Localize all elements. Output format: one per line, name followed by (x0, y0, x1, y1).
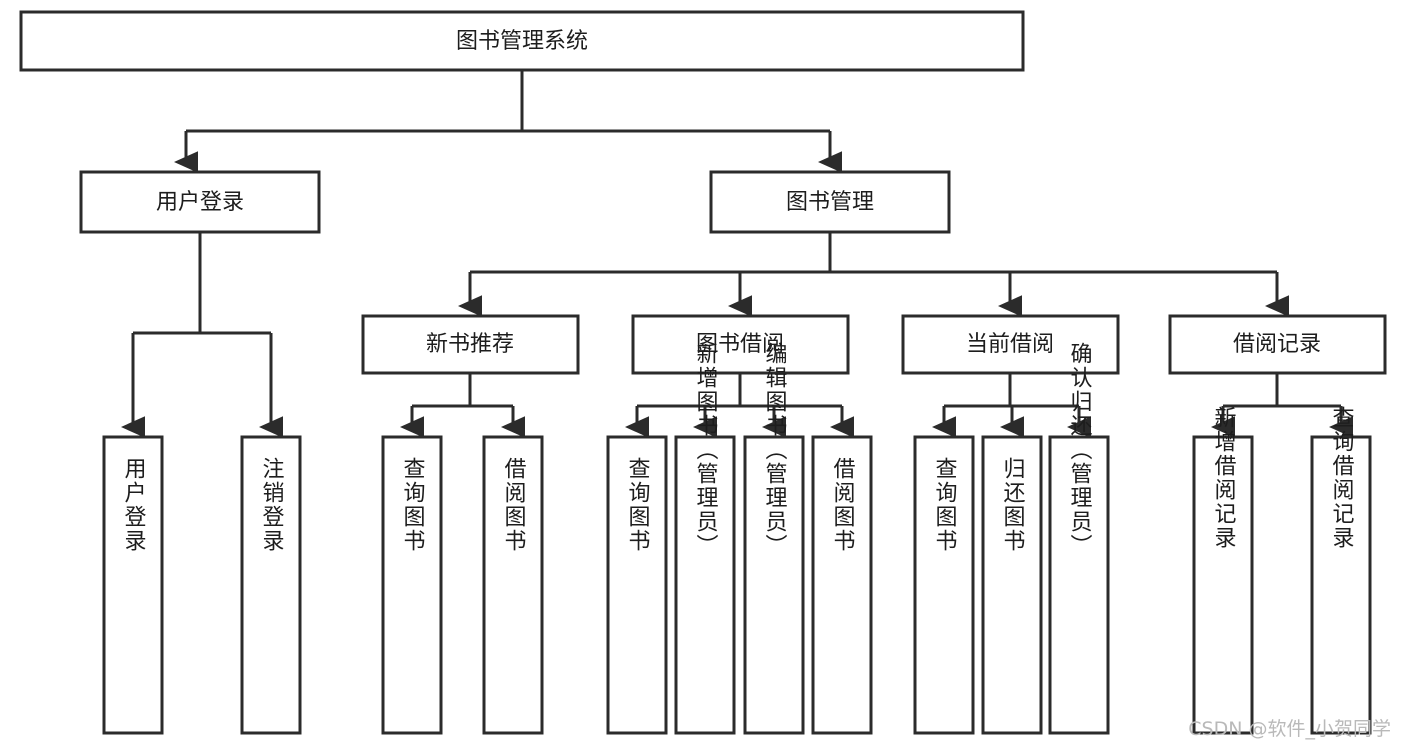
node-leaf-borrow-book-1-box[interactable] (482, 435, 544, 735)
node-leaf-borrow-book-2[interactable]: 借阅图书 (811, 435, 873, 735)
node-leaf-query-record[interactable]: 查询借阅记录 (1310, 406, 1372, 735)
node-book-manage-label: 图书管理 (786, 190, 874, 215)
edge-user-login-to-leaves (121, 232, 284, 438)
node-root[interactable]: 图书管理系统 (19, 10, 1025, 72)
node-leaf-return-book-label: 归还图书 (1000, 457, 1026, 553)
node-leaf-query-book-2-label: 查询图书 (625, 457, 651, 553)
node-leaf-user-login-label: 用户登录 (121, 457, 147, 553)
node-leaf-user-login[interactable]: 用户登录 (102, 435, 164, 735)
node-leaf-borrow-book-1-label: 借阅图书 (501, 457, 527, 553)
node-leaf-borrow-book-2-box[interactable] (811, 435, 873, 735)
node-current-borrow-label: 当前借阅 (966, 332, 1054, 357)
node-leaf-query-book-3-label: 查询图书 (932, 457, 958, 553)
node-new-book-rec[interactable]: 新书推荐 (361, 314, 580, 375)
node-borrow-record[interactable]: 借阅记录 (1168, 314, 1387, 375)
node-leaf-query-book-3-box[interactable] (913, 435, 975, 735)
node-leaf-edit-book-box[interactable] (743, 435, 805, 735)
node-leaf-query-book-1-box[interactable] (381, 435, 443, 735)
node-leaf-query-record-box[interactable] (1310, 435, 1372, 735)
node-book-borrow[interactable]: 图书借阅 (631, 314, 850, 375)
node-leaf-query-book-1-label: 查询图书 (400, 457, 426, 553)
node-borrow-record-box[interactable] (1168, 314, 1387, 375)
node-root-box[interactable] (19, 10, 1025, 72)
node-leaf-add-record-box[interactable] (1192, 435, 1254, 735)
node-leaf-confirm-return-label: 确认归还（管理员） (1067, 342, 1093, 558)
node-leaf-add-record-label: 新增借阅记录 (1211, 406, 1237, 550)
edge-new-book-rec-to-leaves (400, 373, 526, 438)
node-user-login-box[interactable] (79, 170, 321, 234)
edge-current-borrow-to-leaves (932, 373, 1092, 438)
watermark-text: CSDN @软件_小贺同学 (1188, 718, 1391, 740)
node-leaf-logout[interactable]: 注销登录 (240, 435, 302, 735)
node-leaf-query-book-2-box[interactable] (606, 435, 668, 735)
node-leaf-return-book[interactable]: 归还图书 (981, 435, 1043, 735)
node-leaf-logout-label: 注销登录 (259, 457, 285, 553)
node-leaf-query-book-2[interactable]: 查询图书 (606, 435, 668, 735)
node-book-borrow-label: 图书借阅 (696, 332, 784, 357)
node-leaf-query-record-label: 查询借阅记录 (1329, 406, 1355, 550)
node-user-login[interactable]: 用户登录 (79, 170, 321, 234)
node-leaf-add-book-label: 新增图书（管理员） (693, 342, 719, 558)
node-root-label: 图书管理系统 (456, 29, 588, 54)
edge-book-borrow-to-leaves (625, 373, 855, 438)
node-leaf-confirm-return[interactable]: 确认归还（管理员） (1048, 342, 1110, 735)
node-book-manage[interactable]: 图书管理 (709, 170, 951, 234)
node-leaf-add-book[interactable]: 新增图书（管理员） (674, 342, 736, 735)
edge-book-manage-to-level3 (458, 232, 1290, 317)
node-leaf-logout-box[interactable] (240, 435, 302, 735)
node-leaf-add-book-box[interactable] (674, 435, 736, 735)
node-leaf-return-book-box[interactable] (981, 435, 1043, 735)
node-new-book-rec-label: 新书推荐 (426, 332, 514, 357)
node-user-login-label: 用户登录 (156, 190, 244, 215)
node-leaf-edit-book-label: 编辑图书（管理员） (762, 342, 788, 558)
edge-root-to-level2 (174, 70, 843, 173)
node-leaf-edit-book[interactable]: 编辑图书（管理员） (743, 342, 805, 735)
node-leaf-borrow-book-1[interactable]: 借阅图书 (482, 435, 544, 735)
node-leaf-query-book-1[interactable]: 查询图书 (381, 435, 443, 735)
edge-borrow-record-to-leaves (1211, 373, 1354, 438)
node-leaf-add-record[interactable]: 新增借阅记录 (1192, 406, 1254, 735)
node-borrow-record-label: 借阅记录 (1233, 332, 1321, 357)
node-new-book-rec-box[interactable] (361, 314, 580, 375)
node-leaf-query-book-3[interactable]: 查询图书 (913, 435, 975, 735)
node-leaf-borrow-book-2-label: 借阅图书 (830, 457, 856, 553)
node-leaf-confirm-return-box[interactable] (1048, 435, 1110, 735)
node-leaf-user-login-box[interactable] (102, 435, 164, 735)
